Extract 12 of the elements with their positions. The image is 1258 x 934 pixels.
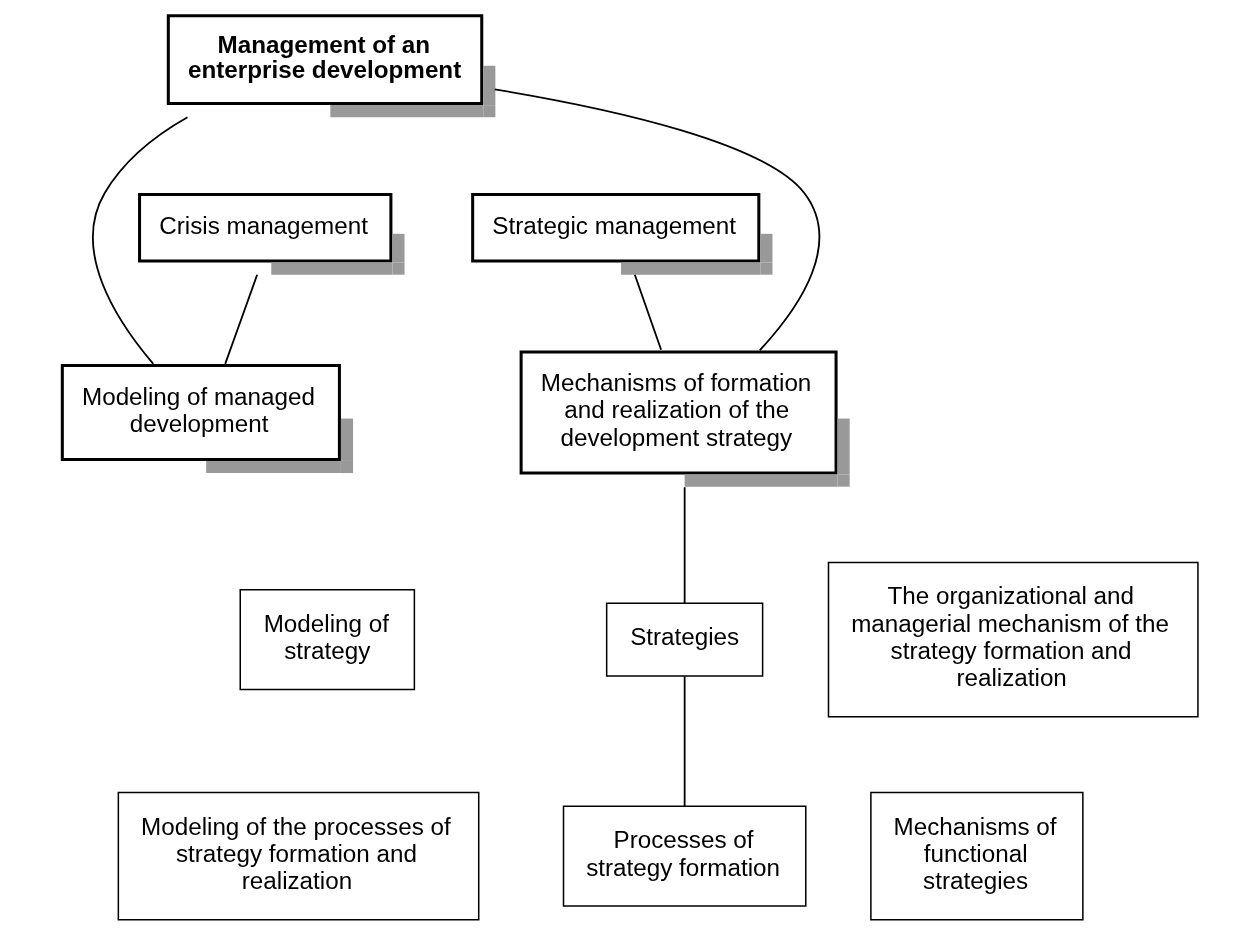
connector <box>493 88 821 352</box>
connector <box>91 116 189 365</box>
connector <box>683 675 686 808</box>
node-box: Modeling of the processes of strategy formation and realization <box>117 791 480 921</box>
node-box: Processes of strategy formation <box>562 805 807 907</box>
connector <box>224 273 259 365</box>
connector <box>633 273 663 351</box>
connector <box>683 486 686 604</box>
node-box: Mechanisms of functional strategies <box>870 791 1084 921</box>
node-box: Strategies <box>605 602 764 677</box>
node-box: The organizational and managerial mechanism of the strategy formation and realization <box>827 561 1199 718</box>
node-box: Modeling of strategy <box>239 588 416 691</box>
